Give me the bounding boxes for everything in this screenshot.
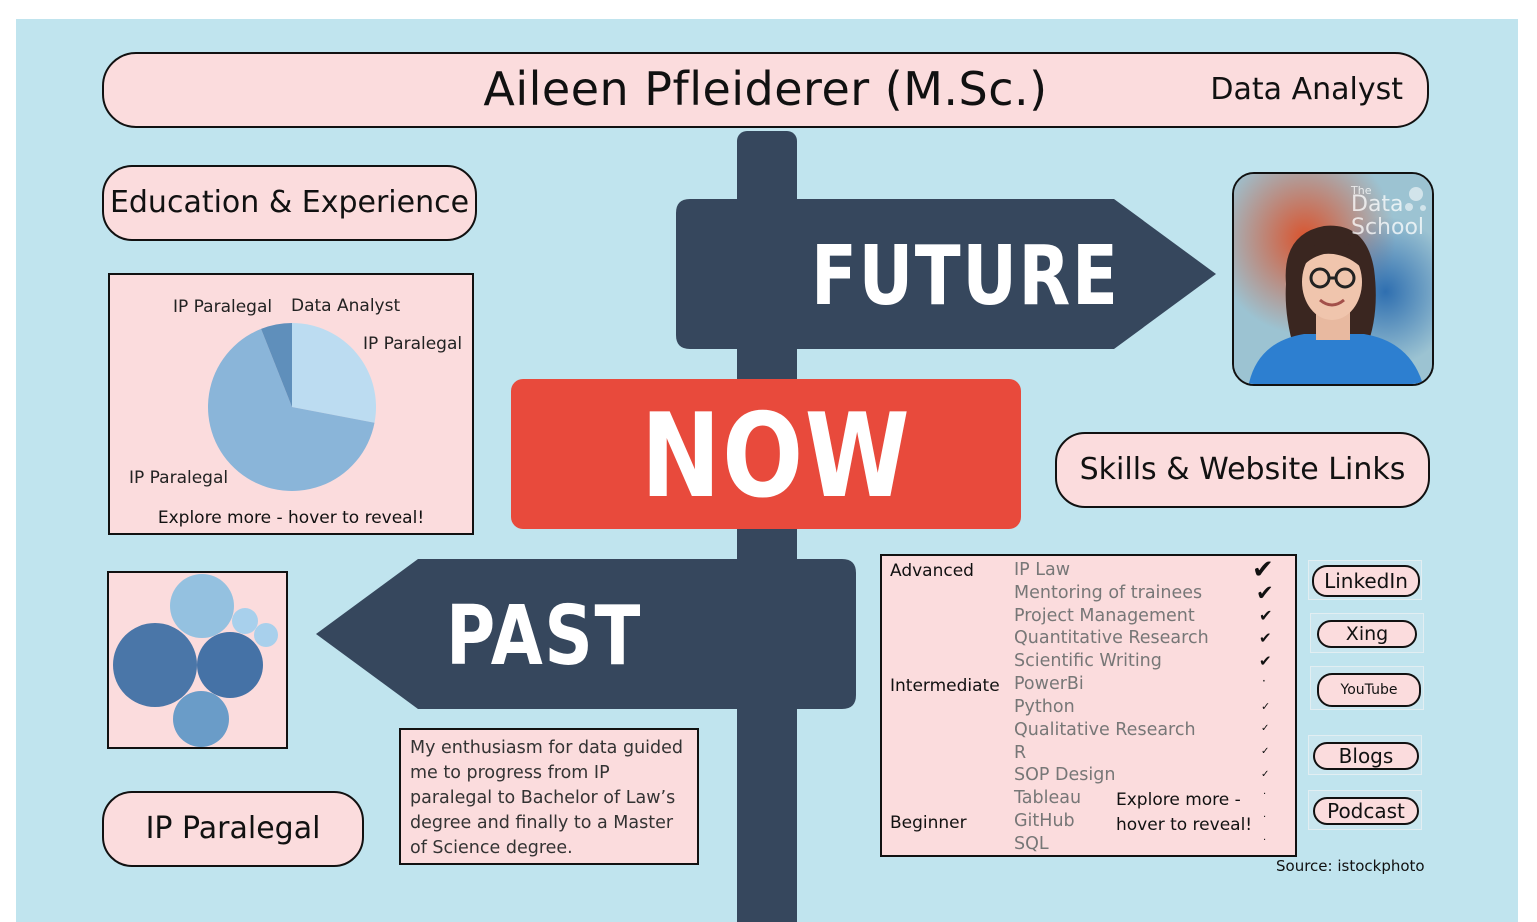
watermark-school: School bbox=[1351, 215, 1425, 240]
youtube-link[interactable]: YouTube bbox=[1317, 673, 1421, 707]
bubble-1[interactable] bbox=[113, 623, 197, 707]
skill-item[interactable]: PowerBi bbox=[1014, 674, 1084, 694]
skills-hint-line2: hover to reveal! bbox=[1116, 815, 1253, 835]
podcast-link-container: Podcast bbox=[1308, 790, 1422, 830]
linkedin-link-container: LinkedIn bbox=[1308, 560, 1422, 600]
skills-table-panel[interactable]: Advanced Intermediate Beginner IP Law Me… bbox=[880, 554, 1297, 857]
check-icon: ✓ bbox=[1261, 723, 1270, 734]
person-name: Aileen Pfleiderer (M.Sc.) bbox=[483, 62, 1048, 116]
check-icon: · bbox=[1263, 812, 1267, 823]
check-icon: ✔ bbox=[1259, 606, 1273, 625]
check-icon: · bbox=[1263, 789, 1267, 800]
current-role-button[interactable]: IP Paralegal bbox=[102, 791, 364, 867]
profile-photo: The Data School bbox=[1232, 172, 1434, 386]
skill-item[interactable]: Quantitative Research bbox=[1014, 628, 1209, 648]
linkedin-link[interactable]: LinkedIn bbox=[1312, 565, 1420, 597]
skill-item[interactable]: Project Management bbox=[1014, 606, 1195, 626]
pie-slice-2[interactable] bbox=[208, 328, 375, 491]
check-icon: ✔ bbox=[1259, 629, 1272, 647]
check-icon: · bbox=[1262, 674, 1266, 688]
skill-item[interactable]: SOP Design bbox=[1014, 765, 1116, 785]
career-pie-chart[interactable] bbox=[110, 275, 472, 533]
xing-link[interactable]: Xing bbox=[1317, 620, 1417, 648]
skill-item[interactable]: SQL bbox=[1014, 834, 1049, 854]
bubble-5[interactable] bbox=[232, 608, 258, 634]
watermark-data: Data bbox=[1351, 192, 1404, 217]
skills-hint-line1: Explore more - bbox=[1116, 790, 1241, 810]
check-icon: ✔ bbox=[1259, 652, 1272, 670]
person-role: Data Analyst bbox=[1210, 72, 1403, 107]
skills-website-links-button[interactable]: Skills & Website Links bbox=[1055, 432, 1430, 508]
pie-slice-3[interactable] bbox=[261, 323, 292, 407]
current-role-label: IP Paralegal bbox=[145, 811, 321, 846]
career-description-panel: My enthusiasm for data guided me to prog… bbox=[399, 728, 699, 865]
check-icon: · bbox=[1263, 835, 1267, 846]
check-icon: ✔ bbox=[1252, 555, 1274, 585]
bubble-4[interactable] bbox=[170, 574, 234, 638]
future-sign: FUTURE bbox=[676, 199, 1216, 349]
pie-label-4: IP Paralegal bbox=[129, 468, 229, 488]
pie-label-3: IP Paralegal bbox=[363, 334, 463, 354]
skills-website-links-label: Skills & Website Links bbox=[1079, 452, 1406, 487]
check-icon: ✓ bbox=[1261, 700, 1271, 713]
now-label: NOW bbox=[641, 389, 912, 524]
youtube-link-container: YouTube bbox=[1310, 666, 1424, 710]
podcast-link[interactable]: Podcast bbox=[1313, 797, 1419, 825]
career-description-text: My enthusiasm for data guided me to prog… bbox=[410, 738, 684, 858]
bubble-chart[interactable] bbox=[109, 573, 286, 747]
skill-item[interactable]: Qualitative Research bbox=[1014, 720, 1196, 740]
skill-item[interactable]: GitHub bbox=[1014, 811, 1075, 831]
pie-slice-1[interactable] bbox=[292, 323, 376, 423]
past-label: PAST bbox=[446, 589, 643, 684]
xing-link-container: Xing bbox=[1310, 613, 1424, 653]
header-banner: Aileen Pfleiderer (M.Sc.) Data Analyst bbox=[102, 52, 1429, 128]
level-advanced: Advanced bbox=[890, 561, 974, 581]
watermark-the: The bbox=[1351, 184, 1372, 197]
bubble-2[interactable] bbox=[197, 632, 263, 698]
skill-item[interactable]: Tableau bbox=[1014, 788, 1082, 808]
skill-item[interactable]: R bbox=[1014, 743, 1027, 763]
skill-item[interactable]: Mentoring of trainees bbox=[1014, 583, 1203, 603]
skills-hover-hint: Explore more - hover to reveal! bbox=[1116, 788, 1252, 838]
check-icon: ✓ bbox=[1261, 769, 1270, 780]
future-label: FUTURE bbox=[811, 229, 1120, 324]
skill-item[interactable]: Python bbox=[1014, 697, 1075, 717]
level-beginner: Beginner bbox=[890, 813, 967, 833]
bubble-3[interactable] bbox=[173, 691, 229, 747]
level-intermediate: Intermediate bbox=[890, 676, 1000, 696]
pie-label-2: Data Analyst bbox=[291, 296, 401, 316]
portrait-image bbox=[1234, 174, 1432, 384]
image-source-credit: Source: istockphoto bbox=[1276, 857, 1425, 875]
future-arrow-icon bbox=[676, 199, 1216, 349]
now-sign: NOW bbox=[511, 379, 1021, 529]
bubble-6[interactable] bbox=[254, 623, 278, 647]
pie-label-1: IP Paralegal bbox=[173, 297, 273, 317]
blogs-link-container: Blogs bbox=[1308, 735, 1422, 775]
check-icon: ✓ bbox=[1261, 746, 1270, 757]
skill-item[interactable]: Scientific Writing bbox=[1014, 651, 1162, 671]
check-icon: ✔ bbox=[1256, 581, 1274, 605]
pie-hover-hint: Explore more - hover to reveal! bbox=[157, 508, 425, 528]
career-pie-panel[interactable]: IP Paralegal Data Analyst IP Paralegal I… bbox=[108, 273, 474, 535]
past-sign: PAST bbox=[316, 559, 856, 709]
blogs-link[interactable]: Blogs bbox=[1313, 742, 1419, 770]
education-experience-label: Education & Experience bbox=[109, 185, 470, 220]
dashboard-canvas: Aileen Pfleiderer (M.Sc.) Data Analyst F… bbox=[16, 19, 1518, 922]
skill-item[interactable]: IP Law bbox=[1014, 560, 1071, 580]
bubble-chart-panel[interactable] bbox=[107, 571, 288, 749]
education-experience-button[interactable]: Education & Experience bbox=[102, 165, 477, 241]
past-arrow-icon bbox=[316, 559, 856, 709]
